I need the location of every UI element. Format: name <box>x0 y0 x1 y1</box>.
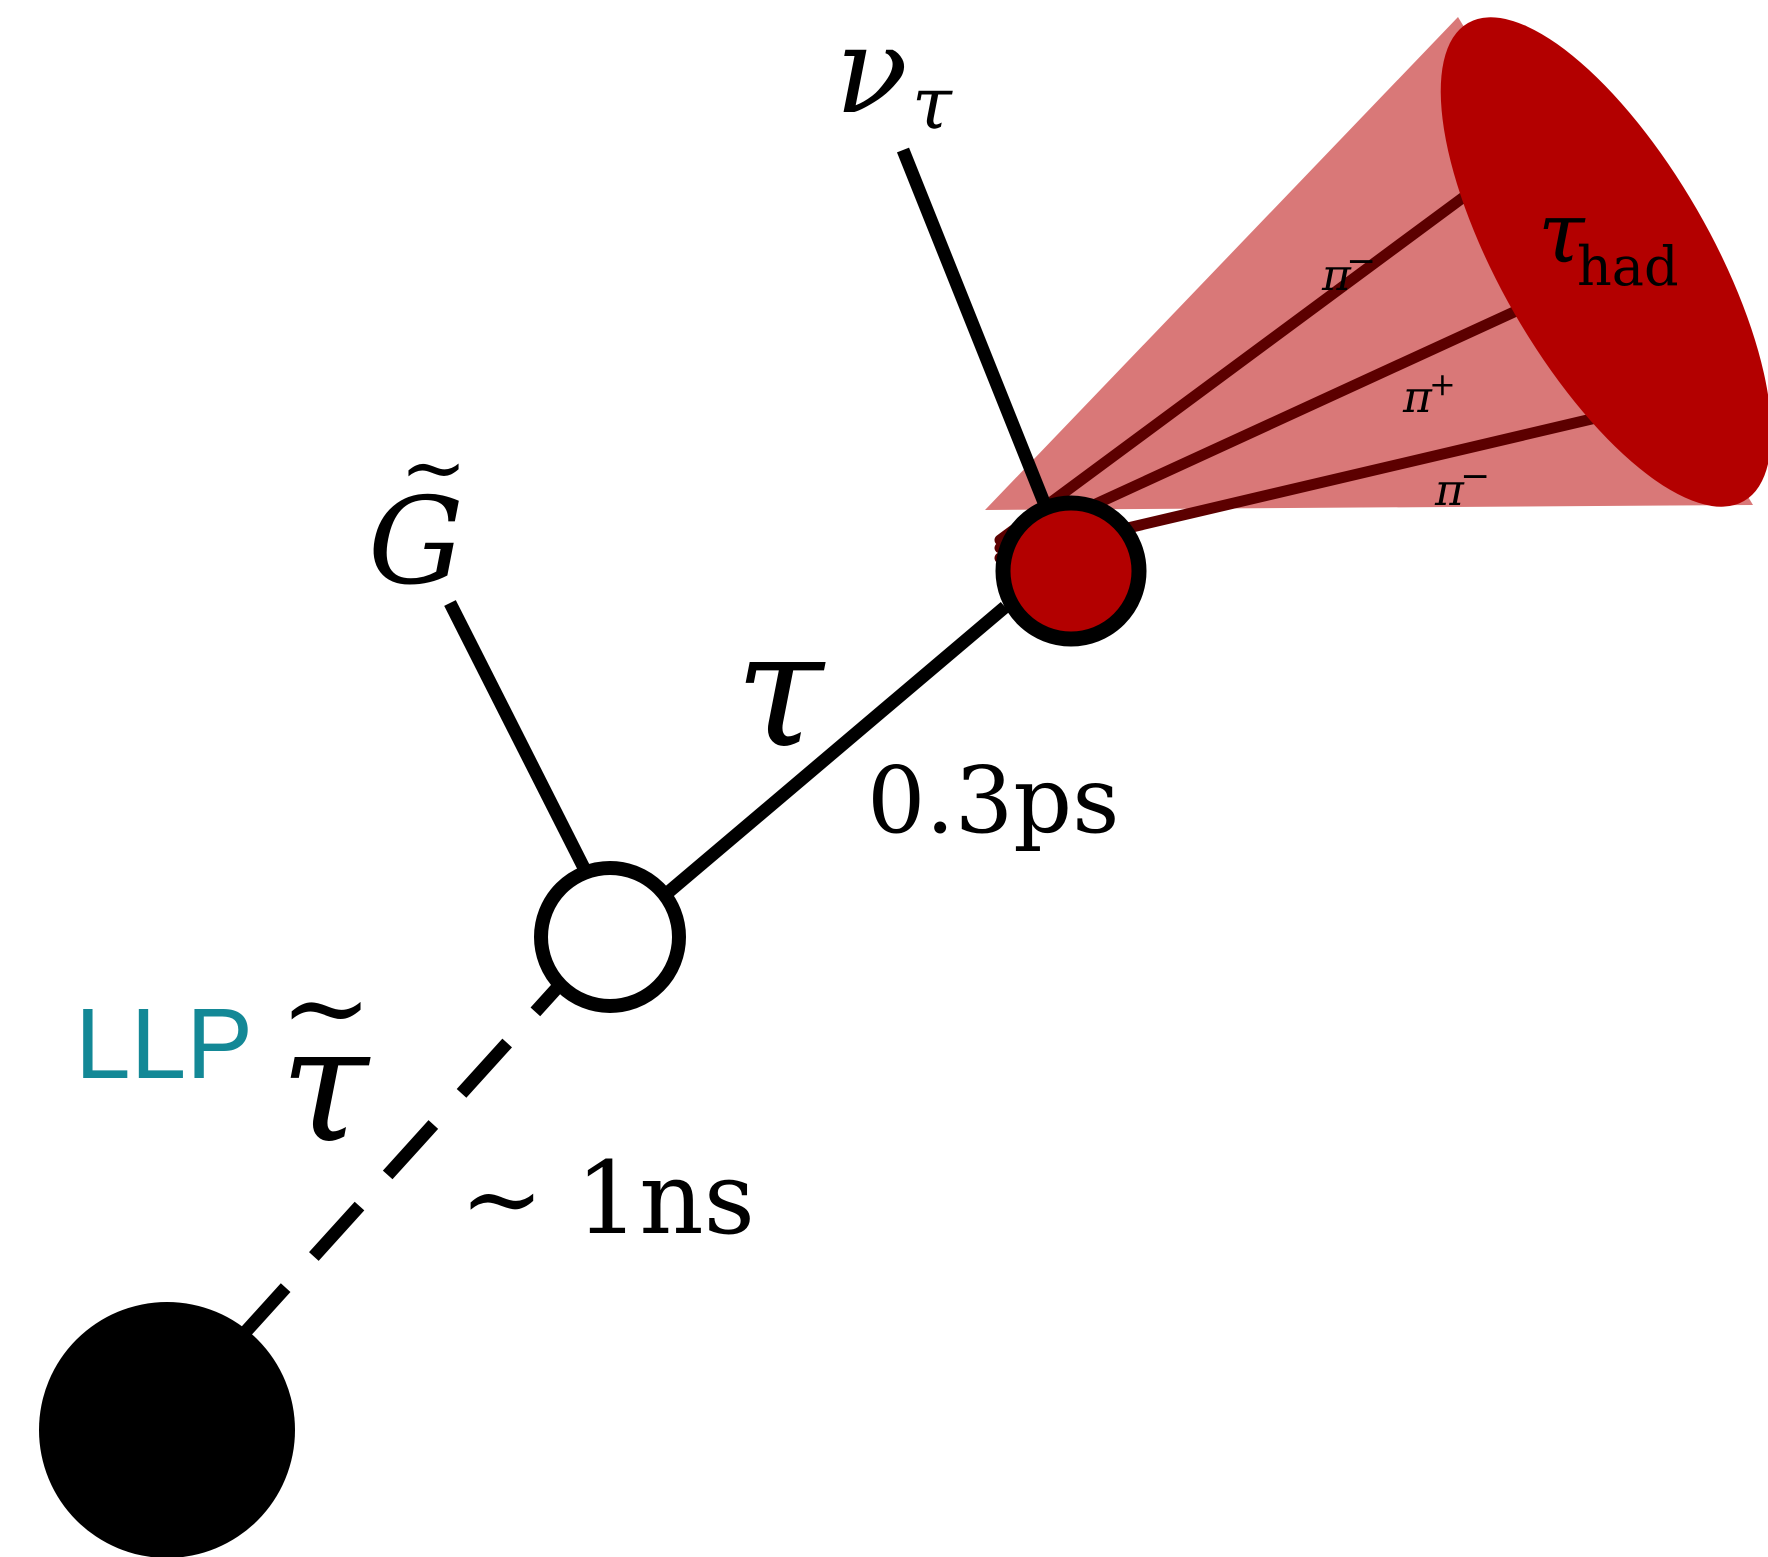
neutrino-label: ν <box>835 2 908 141</box>
pion-track-1 <box>994 179 1486 546</box>
production-vertex-icon <box>39 1302 295 1557</box>
pion-2-charge: + <box>1429 365 1456 403</box>
tau-jet-cap <box>1440 17 1768 507</box>
stau-label: τ <box>280 991 371 1178</box>
pion-1-label: π <box>1321 250 1352 301</box>
neutrino-line <box>896 147 1062 533</box>
tau-had-label: τ <box>1538 184 1586 282</box>
gravitino-tilde: ~ <box>400 421 467 514</box>
tau-had-subscript: had <box>1577 235 1679 298</box>
tau-label: τ <box>735 596 826 783</box>
tau-decay-vertex-icon <box>995 495 1147 647</box>
stau-decay-vertex-icon <box>534 861 686 1013</box>
gravitino-line <box>444 600 591 873</box>
stau-dashed-line <box>235 983 562 1343</box>
llp-label: LLP <box>75 988 253 1100</box>
stau-lifetime-label: ∼ 1ns <box>460 1140 755 1257</box>
tau-lifetime-label: 0.3ps <box>867 747 1119 854</box>
gravitino-label: G <box>368 473 464 612</box>
pion-3-charge: − <box>1460 456 1490 497</box>
pion-3-label: π <box>1434 465 1465 516</box>
tau-line <box>660 602 1010 900</box>
pion-2-label: π <box>1402 372 1433 423</box>
neutrino-subscript: τ <box>912 61 953 145</box>
pion-1-charge: − <box>1346 241 1376 282</box>
stau-tilde: ~ <box>280 943 372 1071</box>
